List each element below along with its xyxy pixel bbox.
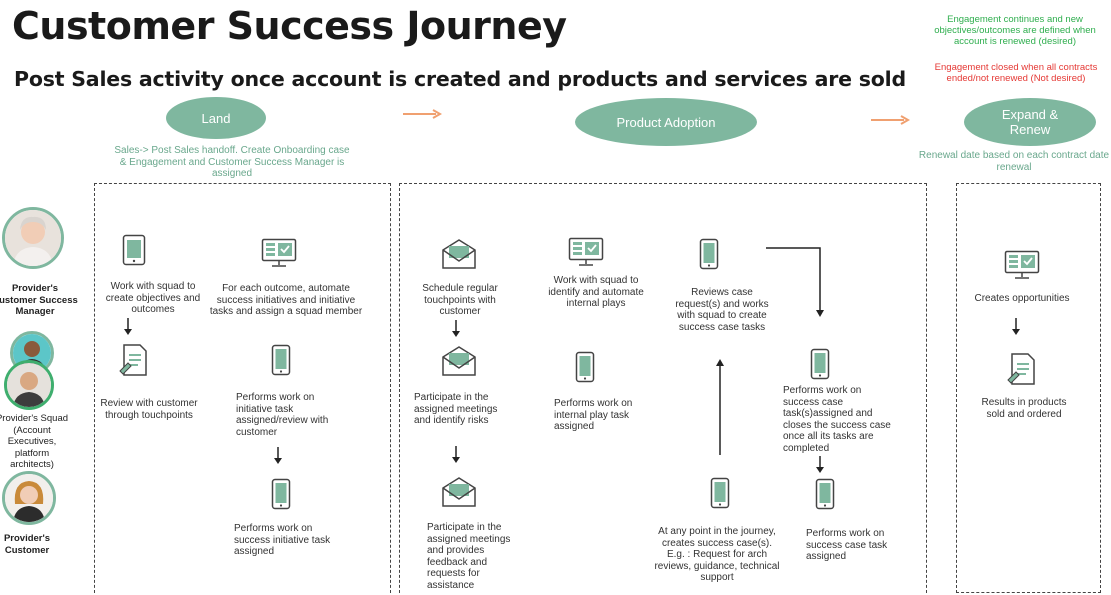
adoption-activities-box <box>399 183 927 595</box>
flow-arrow-icon <box>1012 318 1020 335</box>
envelope-icon <box>442 346 476 376</box>
flow-arrow-icon <box>452 446 460 463</box>
renewal-desired-note: Engagement continues and new objectives/… <box>934 14 1096 47</box>
flow-arrow-icon <box>274 447 282 464</box>
customer-avatar <box>2 471 56 525</box>
envelope-icon <box>442 239 476 269</box>
phone-icon <box>575 351 595 383</box>
phone-icon <box>699 238 719 270</box>
step-land-3: For each outcome, automate success initi… <box>209 283 363 317</box>
phase-arrow-adoption-to-expand <box>871 115 911 125</box>
step-adopt-5: Performs work on internal play task assi… <box>554 398 633 432</box>
expand-activities-box <box>956 183 1101 593</box>
csm-role-label: Provider's Customer Success Manager <box>0 283 78 317</box>
step-adopt-2: Participate in the assigned meetings and… <box>414 392 498 426</box>
phase-product-adoption: Product Adoption <box>575 98 757 146</box>
monitor-check-icon <box>261 238 297 267</box>
step-adopt-1: Schedule regular touchpoints with custom… <box>422 283 498 317</box>
flow-up-arrow <box>716 359 724 455</box>
step-adopt-8: Performs work on success case task(s)ass… <box>783 385 891 454</box>
page-subtitle: Post Sales activity once account is crea… <box>14 67 906 91</box>
step-expand-1: Creates opportunities <box>974 293 1070 304</box>
renewal-not-desired-note: Engagement closed when all contracts end… <box>934 62 1098 84</box>
step-adopt-3: Participate in the assigned meetings and… <box>427 522 511 591</box>
step-adopt-4: Work with squad to identify and automate… <box>548 275 644 309</box>
phone-icon <box>271 478 291 510</box>
flow-arrow-icon <box>124 318 132 335</box>
page-title: Customer Success Journey <box>12 4 567 48</box>
flow-arrow-icon <box>452 320 460 337</box>
phase-expand-label: Expand & Renew <box>1001 107 1059 137</box>
phase-expand-renew: Expand & Renew <box>964 98 1096 146</box>
csm-avatar <box>2 207 64 269</box>
flow-arrow-icon <box>816 456 824 473</box>
phone-icon <box>271 344 291 376</box>
envelope-icon <box>442 477 476 507</box>
flow-connector-arrow <box>766 247 824 317</box>
phone-icon <box>810 348 830 380</box>
step-adopt-7: At any point in the journey, creates suc… <box>654 526 780 583</box>
step-land-5: Performs work on success initiative task… <box>234 523 331 557</box>
land-phase-note: Sales-> Post Sales handoff. Create Onboa… <box>114 145 350 179</box>
step-land-4: Performs work on initiative task assigne… <box>236 392 329 438</box>
customer-role-label: Provider's Customer <box>3 533 51 556</box>
step-adopt-6: Reviews case request(s) and works with s… <box>675 287 769 333</box>
document-pen-icon <box>1007 353 1035 385</box>
phase-arrow-land-to-adoption <box>403 109 443 119</box>
phase-land: Land <box>166 97 266 139</box>
step-adopt-9: Performs work on success case task assig… <box>806 528 888 562</box>
step-land-1: Work with squad to create objectives and… <box>105 281 201 315</box>
document-pen-icon <box>119 344 147 376</box>
tablet-icon <box>122 234 146 266</box>
step-expand-2: Results in products sold and ordered <box>981 397 1067 420</box>
squad-member-avatar-2 <box>4 360 54 410</box>
land-activities-box <box>94 183 391 595</box>
monitor-check-icon <box>568 237 604 266</box>
monitor-check-icon <box>1004 250 1040 279</box>
expand-phase-note: Renewal date based on each contract date… <box>918 150 1110 173</box>
phone-icon <box>710 477 730 509</box>
phone-icon <box>815 478 835 510</box>
step-land-2: Review with customer through touchpoints <box>100 398 198 421</box>
squad-role-label: Provider's Squad (Account Executives, pl… <box>0 413 69 470</box>
